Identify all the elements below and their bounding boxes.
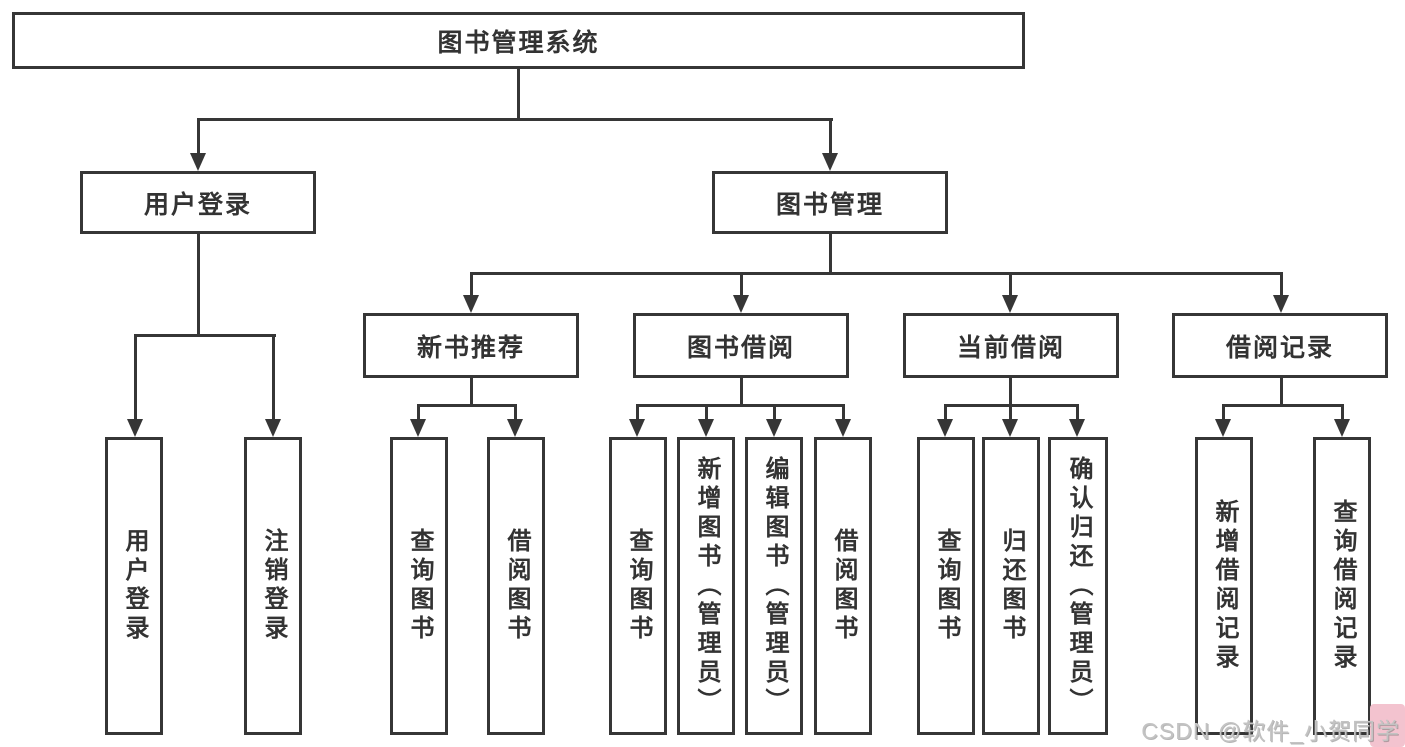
connector-drop	[1009, 404, 1012, 420]
node-borrowing-records: 借阅记录	[1172, 313, 1388, 378]
connector-drop	[773, 404, 776, 420]
arrowhead-icon	[1215, 419, 1231, 437]
connector-drop	[417, 404, 420, 420]
connector-drop	[1076, 404, 1079, 420]
connector-split	[636, 404, 845, 407]
connector-user-login-split	[134, 334, 276, 337]
leaf-borrow-books-borrowing: 借阅图书	[814, 437, 872, 735]
connector-user-login-stem	[197, 234, 200, 337]
node-book-management: 图书管理	[712, 171, 948, 234]
arrowhead-icon	[1273, 295, 1289, 313]
node-library-management-system: 图书管理系统	[12, 12, 1025, 69]
connector-book-mgmt-drop	[829, 118, 832, 156]
arrowhead-icon	[410, 419, 426, 437]
arrowhead-icon	[190, 153, 206, 171]
connector-drop	[944, 404, 947, 420]
arrowhead-icon	[733, 295, 749, 313]
connector-drop	[842, 404, 845, 420]
connector-split	[417, 404, 517, 407]
connector-drop	[1222, 404, 1225, 420]
connector-stem	[1280, 378, 1283, 407]
watermark-text: CSDN @软件_小贺同学	[1141, 718, 1400, 744]
leaf-confirm-return-admin: 确认归还（管理员）	[1048, 437, 1108, 735]
connector-drop	[470, 272, 473, 296]
connector-root-stem	[517, 68, 520, 120]
connector-drop	[705, 404, 708, 420]
arrowhead-icon	[766, 419, 782, 437]
connector-book-mgmt-split	[470, 272, 1283, 275]
connector-drop	[740, 272, 743, 296]
arrowhead-icon	[1002, 295, 1018, 313]
connector-drop	[134, 334, 137, 419]
leaf-user-login: 用户登录	[105, 437, 163, 735]
leaf-add-books-admin: 新增图书（管理员）	[677, 437, 735, 735]
arrowhead-icon	[1069, 419, 1085, 437]
connector-root-split	[197, 118, 833, 121]
connector-split	[1222, 404, 1344, 407]
arrowhead-icon	[698, 419, 714, 437]
connector-drop	[1280, 272, 1283, 296]
arrowhead-icon	[463, 295, 479, 313]
connector-stem	[1009, 378, 1012, 407]
leaf-query-books-borrowing: 查询图书	[609, 437, 667, 735]
connector-stem	[470, 378, 473, 407]
arrowhead-icon	[835, 419, 851, 437]
leaf-add-borrow-record: 新增借阅记录	[1195, 437, 1253, 735]
watermark-accent	[1370, 704, 1405, 747]
arrowhead-icon	[127, 419, 143, 437]
connector-drop	[1009, 272, 1012, 296]
arrowhead-icon	[1334, 419, 1350, 437]
leaf-borrow-books-recommend: 借阅图书	[487, 437, 545, 735]
arrowhead-icon	[822, 153, 838, 171]
connector-drop	[272, 334, 275, 419]
arrowhead-icon	[265, 419, 281, 437]
arrowhead-icon	[1002, 419, 1018, 437]
connector-book-mgmt-stem	[829, 234, 832, 274]
leaf-logout: 注销登录	[244, 437, 302, 735]
arrowhead-icon	[937, 419, 953, 437]
leaf-query-books-current: 查询图书	[917, 437, 975, 735]
connector-drop	[636, 404, 639, 420]
arrowhead-icon	[629, 419, 645, 437]
arrowhead-icon	[507, 419, 523, 437]
node-current-borrowing: 当前借阅	[903, 313, 1119, 378]
connector-drop	[1341, 404, 1344, 420]
leaf-return-books: 归还图书	[982, 437, 1040, 735]
leaf-edit-books-admin: 编辑图书（管理员）	[745, 437, 803, 735]
node-book-borrowing: 图书借阅	[633, 313, 849, 378]
leaf-query-borrow-record: 查询借阅记录	[1313, 437, 1371, 735]
connector-user-login-drop	[197, 118, 200, 156]
leaf-query-books-recommend: 查询图书	[390, 437, 448, 735]
node-new-book-recommendation: 新书推荐	[363, 313, 579, 378]
connector-drop	[514, 404, 517, 420]
connector-stem	[740, 378, 743, 407]
node-user-login: 用户登录	[80, 171, 316, 234]
